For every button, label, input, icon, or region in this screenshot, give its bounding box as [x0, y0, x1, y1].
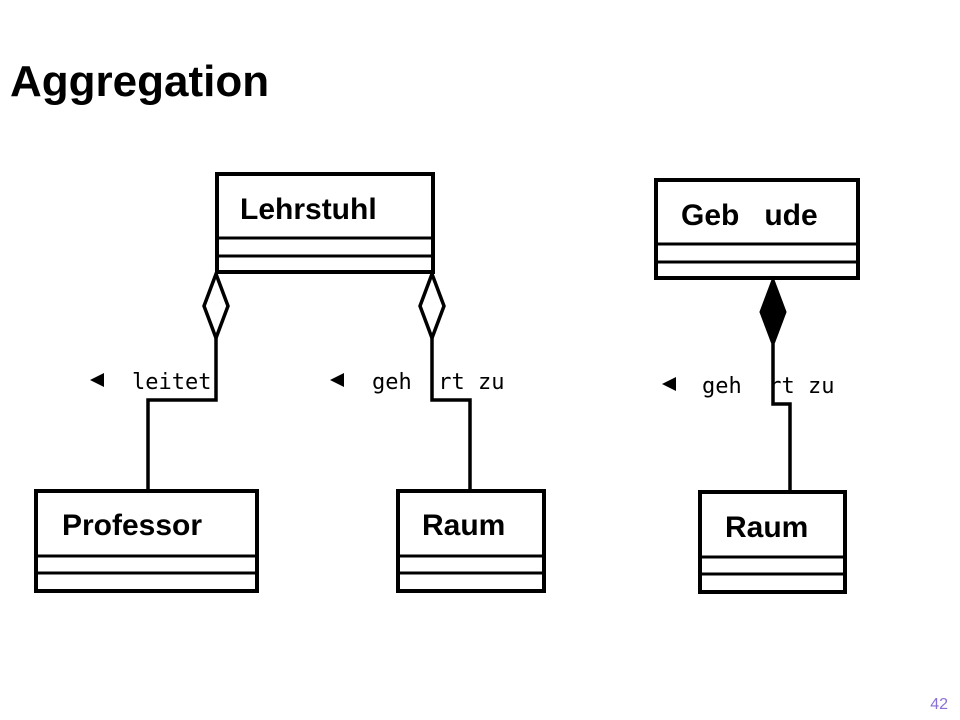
class-raum-left: Raum — [396, 489, 546, 593]
class-name-raum-left: Raum — [422, 509, 505, 542]
hollow-diamond-icon — [202, 269, 230, 343]
triangle-left-icon — [330, 373, 344, 387]
association-label-gehoert-zu-right: geh rt zu — [702, 374, 834, 399]
class-raum-right: Raum — [698, 490, 847, 594]
page-number: 42 — [930, 696, 948, 713]
association-line-leitet — [146, 338, 218, 490]
class-professor: Professor — [34, 489, 259, 593]
class-name-raum-right: Raum — [725, 511, 808, 544]
triangle-left-icon — [662, 377, 676, 391]
class-name-gebaeude: Geb ude — [681, 199, 818, 232]
association-label-leitet: leitet — [132, 370, 211, 395]
filled-diamond-icon — [759, 275, 787, 349]
class-lehrstuhl: Lehrstuhl — [215, 172, 435, 274]
class-gebaeude: Geb ude — [654, 178, 860, 280]
association-label-gehoert-zu-left: geh rt zu — [372, 370, 504, 395]
association-line-gehoert-zu-left — [430, 338, 472, 490]
hollow-diamond-icon — [418, 269, 446, 343]
association-line-gehoert-zu-right — [771, 344, 792, 490]
triangle-left-icon — [90, 373, 104, 387]
slide-title: Aggregation — [10, 57, 270, 106]
class-name-lehrstuhl: Lehrstuhl — [240, 193, 377, 226]
class-name-professor: Professor — [62, 509, 202, 542]
